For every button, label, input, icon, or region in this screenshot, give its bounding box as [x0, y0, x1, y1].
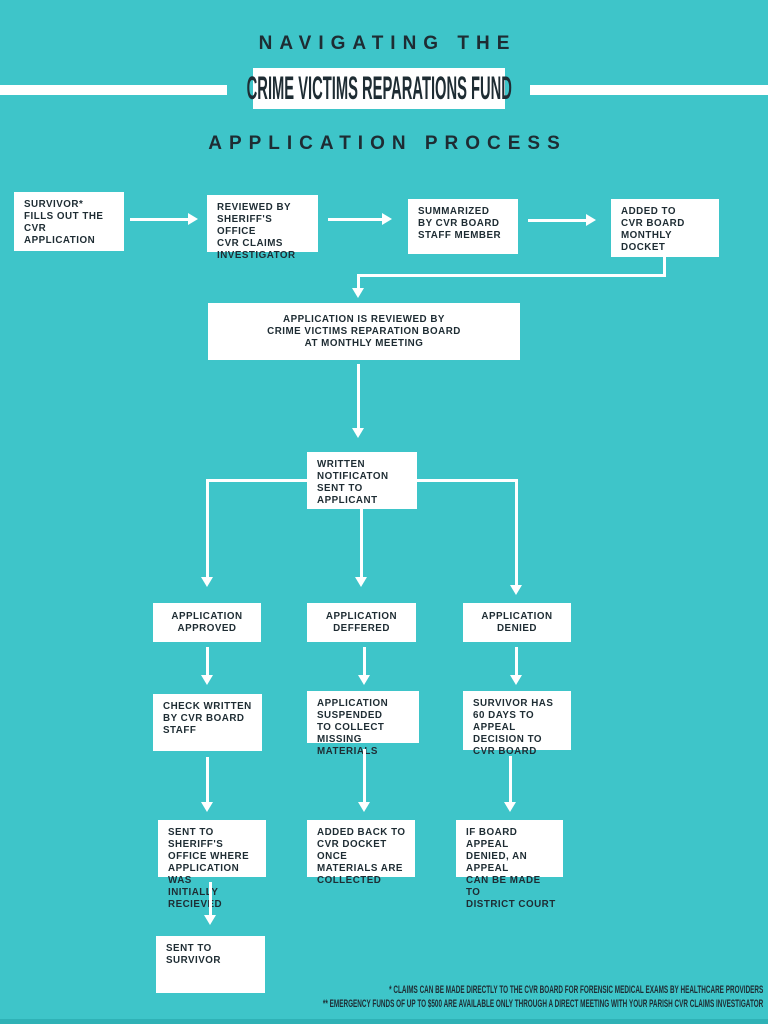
arrow-down-icon [358, 675, 370, 685]
flow-line [509, 756, 512, 802]
node-reviewed-by-sheriff: REVIEWED BY SHERIFF'S OFFICE CVR CLAIMS … [207, 195, 318, 261]
footnotes: * CLAIMS CAN BE MADE DIRECTLY TO THE CVR… [4, 984, 763, 1011]
bottom-edge-strip [0, 1019, 768, 1024]
flow-line [360, 509, 363, 577]
flow-line [357, 274, 360, 288]
arrow-down-icon [201, 802, 213, 812]
node-survivor-appeal: SURVIVOR HAS 60 DAYS TO APPEAL DECISION … [463, 691, 571, 757]
title-banner: CRIME VICTIMS REPARATIONS FUND [246, 68, 512, 109]
flow-line [206, 479, 209, 577]
arrow-down-icon [201, 675, 213, 685]
node-added-to-docket: ADDED TO CVR BOARD MONTHLY DOCKET [611, 199, 719, 257]
node-added-back-to-docket: ADDED BACK TO CVR DOCKET ONCE MATERIALS … [307, 820, 415, 886]
arrow-right-icon [586, 213, 596, 226]
arrow-right-icon [382, 212, 392, 225]
node-written-notification: WRITTEN NOTIFICATON SENT TO APPLICANT [307, 452, 417, 509]
node-board-review: APPLICATION IS REVIEWED BY CRIME VICTIMS… [208, 303, 520, 360]
arrow-down-icon [204, 915, 216, 925]
flow-line [515, 479, 518, 585]
node-application-suspended: APPLICATION SUSPENDED TO COLLECT MISSING… [307, 691, 419, 757]
flow-line [209, 882, 212, 915]
title-top-line: NAVIGATING THE [258, 33, 517, 54]
flow-line [206, 647, 209, 675]
right-divider-bar [530, 85, 768, 95]
node-check-written: CHECK WRITTEN BY CVR BOARD STAFF [153, 694, 262, 751]
node-application-deferred: APPLICATION DEFFERED [307, 603, 416, 642]
arrow-down-icon [358, 802, 370, 812]
node-district-court-appeal: IF BOARD APPEAL DENIED, AN APPEAL CAN BE… [456, 820, 563, 910]
arrow-down-icon [352, 288, 364, 298]
node-survivor-fills-application: SURVIVOR* FILLS OUT THE CVR APPLICATION [14, 192, 124, 251]
node-application-approved: APPLICATION APPROVED [153, 603, 261, 642]
flow-line [206, 757, 209, 802]
arrow-down-icon [504, 802, 516, 812]
title-bottom-line: APPLICATION PROCESS [208, 133, 567, 154]
flow-line [663, 256, 666, 276]
arrow-down-icon [510, 585, 522, 595]
footnote-emergency-funds: ** EMERGENCY FUNDS OF UP TO $500 ARE AVA… [322, 997, 763, 1010]
node-sent-to-sheriff: SENT TO SHERIFF'S OFFICE WHERE APPLICATI… [158, 820, 266, 910]
flow-line [417, 479, 517, 482]
flow-line [363, 749, 366, 802]
flow-line [528, 219, 586, 222]
flow-line [206, 479, 307, 482]
node-sent-to-survivor: SENT TO SURVIVOR [156, 936, 265, 993]
arrow-down-icon [355, 577, 367, 587]
arrow-down-icon [201, 577, 213, 587]
flow-line [363, 647, 366, 675]
arrow-right-icon [188, 212, 198, 225]
flow-line [328, 218, 382, 221]
flow-line [130, 218, 188, 221]
node-summarized-by-staff: SUMMARIZED BY CVR BOARD STAFF MEMBER [408, 199, 518, 254]
title-banner-text: CRIME VICTIMS REPARATIONS FUND [246, 70, 512, 106]
left-divider-bar [0, 85, 227, 95]
node-application-denied: APPLICATION DENIED [463, 603, 571, 642]
flow-line [515, 647, 518, 675]
flow-line [357, 274, 666, 277]
arrow-down-icon [510, 675, 522, 685]
footnote-claims: * CLAIMS CAN BE MADE DIRECTLY TO THE CVR… [388, 984, 763, 996]
arrow-down-icon [352, 428, 364, 438]
flow-line [357, 364, 360, 428]
